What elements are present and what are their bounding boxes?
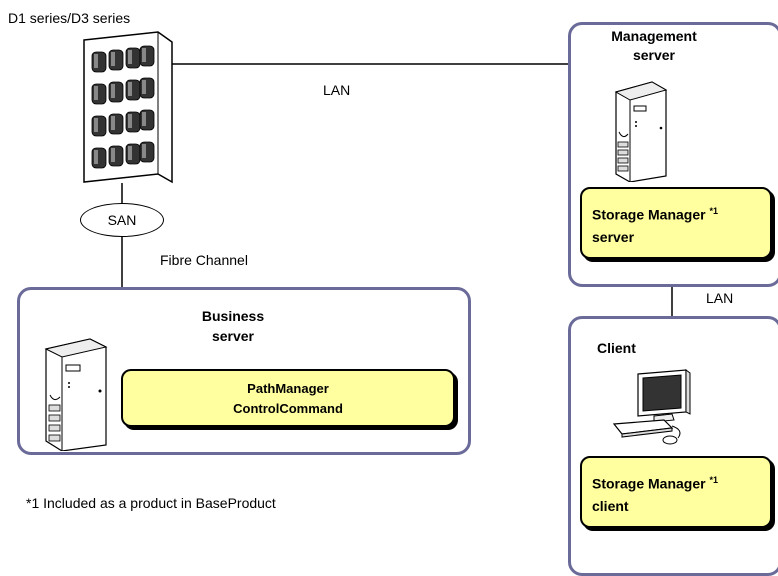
storage-label: D1 series/D3 series	[8, 10, 131, 26]
client-label: client	[592, 497, 629, 514]
controlcommand-label: ControlCommand	[233, 401, 343, 416]
management-software-box: Storage Manager *1 server	[580, 187, 772, 259]
management-server-icon	[614, 81, 668, 182]
client-title: Client	[597, 340, 636, 356]
management-server-title: Management server	[584, 27, 724, 65]
lan-top-label: LAN	[323, 82, 351, 98]
pathmanager-label: PathManager	[247, 381, 329, 396]
fibre-channel-label: Fibre Channel	[160, 252, 248, 268]
san-label: SAN	[107, 212, 137, 228]
lan-right-label: LAN	[706, 290, 734, 306]
footnote: *1 Included as a product in BaseProduct	[26, 495, 276, 511]
business-title-line1: Business	[201, 308, 265, 324]
management-footnote-ref: *1	[709, 206, 718, 216]
san-node: SAN	[80, 203, 164, 237]
business-server-title: Business server	[188, 306, 278, 346]
business-server-icon	[44, 338, 108, 451]
management-title-line2: server	[632, 47, 676, 63]
management-title-line1: Management	[611, 28, 697, 44]
business-software-box: PathManager ControlCommand	[121, 369, 455, 427]
server-label: server	[592, 228, 635, 245]
connection-lines	[121, 63, 673, 316]
business-title-line2: server	[211, 328, 255, 344]
client-software-box: Storage Manager *1 client	[580, 456, 772, 528]
client-box	[568, 316, 778, 576]
client-pc-icon	[612, 369, 691, 445]
storage-array-icon	[83, 31, 173, 184]
client-footnote-ref: *1	[709, 475, 718, 485]
storage-manager-client-label: Storage Manager	[592, 475, 706, 492]
storage-manager-server-label: Storage Manager	[592, 206, 706, 223]
